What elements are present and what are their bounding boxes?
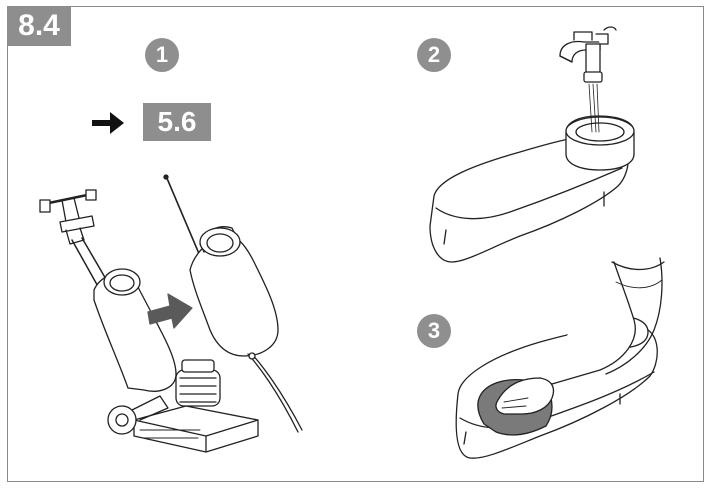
detached-tank-illustration <box>163 174 303 433</box>
diagram-frame <box>7 6 704 482</box>
step-1-badge: 1 <box>145 38 179 72</box>
right-arrow-icon <box>92 112 124 134</box>
floor-machine-illustration <box>39 189 259 453</box>
step-2-badge: 2 <box>417 38 451 72</box>
tank-filling-illustration <box>429 26 635 263</box>
section-number-tag: 8.4 <box>7 6 71 46</box>
step-3-badge: 3 <box>417 314 451 348</box>
reference-section-box: 5.6 <box>143 103 211 141</box>
tank-wiping-illustration <box>455 257 665 459</box>
move-arrow <box>147 293 193 329</box>
